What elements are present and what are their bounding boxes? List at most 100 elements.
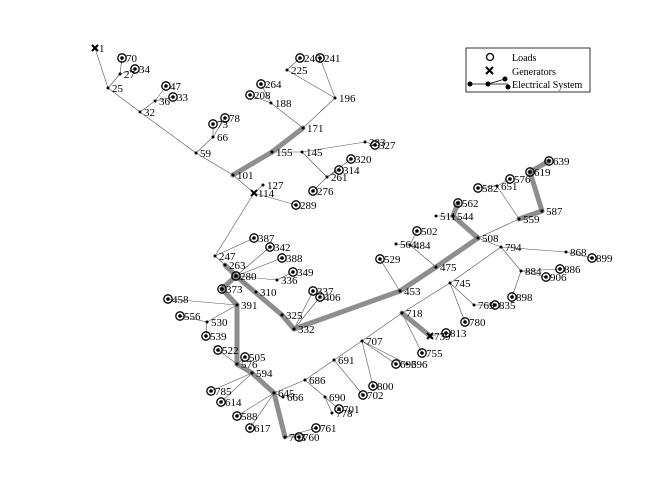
node-145: 145 [300,147,323,159]
node-label: 261 [331,172,348,184]
edge-332-406 [293,296,321,330]
edge-336-349 [276,271,294,281]
legend-load-icon [485,52,495,62]
node-label: 453 [404,286,421,298]
edge-619-639 [527,158,552,175]
node-373: 373 [217,284,243,296]
edge-594-614 [220,372,253,403]
node-576: 576 [235,359,258,371]
edge-576-594 [234,361,255,376]
node-651: 651 [495,181,518,193]
node-906: 906 [541,272,567,284]
node-label: 263 [229,260,246,272]
node-690: 690 [323,392,346,404]
edge-280-336 [235,275,278,281]
edge-718-739 [399,310,433,339]
node-label: 73 [217,119,229,131]
node-544: 544 [451,211,474,223]
node-label: 745 [454,278,471,290]
node-label: 33 [177,92,189,104]
node-label: 502 [421,226,438,238]
node-label: 576 [514,174,531,186]
node-614: 614 [216,397,242,409]
node-276: 276 [308,186,334,198]
node-34: 34 [130,64,151,76]
node-label: 614 [225,397,242,409]
node-label: 666 [287,392,304,404]
edge-645-617 [249,392,275,429]
node-761: 761 [311,423,337,435]
node-529: 529 [375,254,401,266]
node-label: 813 [450,328,467,340]
node-label: 337 [317,286,334,298]
node-696: 696 [405,359,428,371]
node-502: 502 [412,226,438,238]
node-247: 247 [213,251,236,263]
edge-707-693 [361,340,397,365]
edge-391-530 [206,304,238,323]
edge-686-690 [304,379,326,398]
node-label: 511 [440,211,456,223]
edge-263-280 [222,262,239,279]
node-835: 835 [490,300,516,312]
node-label: 320 [355,154,372,166]
node-label: 225 [291,65,308,77]
node-label: 582 [482,183,499,195]
edge-645-588 [236,392,275,417]
node-47: 47 [161,81,182,93]
node-label: 27 [124,69,136,81]
node-label: 373 [226,284,243,296]
edge-280-388 [235,257,283,277]
node-101: 101 [231,170,254,182]
node-505: 505 [240,352,266,364]
edge-544-562 [450,200,461,219]
node-280: 280 [231,271,257,283]
node-188: 188 [269,98,292,110]
node-337: 337 [308,286,334,298]
node-label: 755 [426,348,443,360]
node-label: 529 [384,254,401,266]
node-639: 639 [544,156,570,168]
edge-594-785 [210,372,253,392]
edge-280-325 [233,273,285,318]
edge-690-701 [324,396,340,410]
edge-32-59 [139,111,197,154]
edge-707-718 [361,312,403,342]
node-289: 289 [291,200,317,212]
node-label: 701 [343,404,360,416]
node-label: 778 [336,408,353,420]
edge-36-33 [154,96,174,102]
node-label: 25 [112,83,124,95]
node-310: 310 [254,287,277,299]
node-559: 559 [517,214,540,226]
edge-145-261 [301,151,328,178]
edge-707-800 [361,340,374,387]
node-label: 114 [258,188,275,200]
node-label: 336 [281,275,298,287]
node-718: 718 [400,308,423,320]
node-label: 32 [144,107,155,119]
node-label: 283 [369,137,386,149]
node-label: 36 [159,96,171,108]
node-label: 868 [570,247,587,259]
node-702: 702 [358,390,384,402]
node-label: 47 [170,81,182,93]
node-label: 325 [286,310,303,322]
edge-325-332 [279,312,297,332]
node-label: 208 [254,90,271,102]
node-label: 388 [286,253,303,265]
node-886: 886 [555,264,581,276]
node-label: 508 [482,233,499,245]
node-59: 59 [194,148,212,160]
node-342: 342 [265,242,291,254]
node-label: 906 [550,272,567,284]
edge-59-66 [195,136,214,154]
node-label: 761 [320,423,337,435]
node-label: 702 [367,390,384,402]
node-225: 225 [285,65,308,77]
node-332: 332 [292,324,315,336]
edge-261-320 [326,158,352,178]
edge-1-25 [94,47,109,89]
node-label: 188 [275,98,292,110]
